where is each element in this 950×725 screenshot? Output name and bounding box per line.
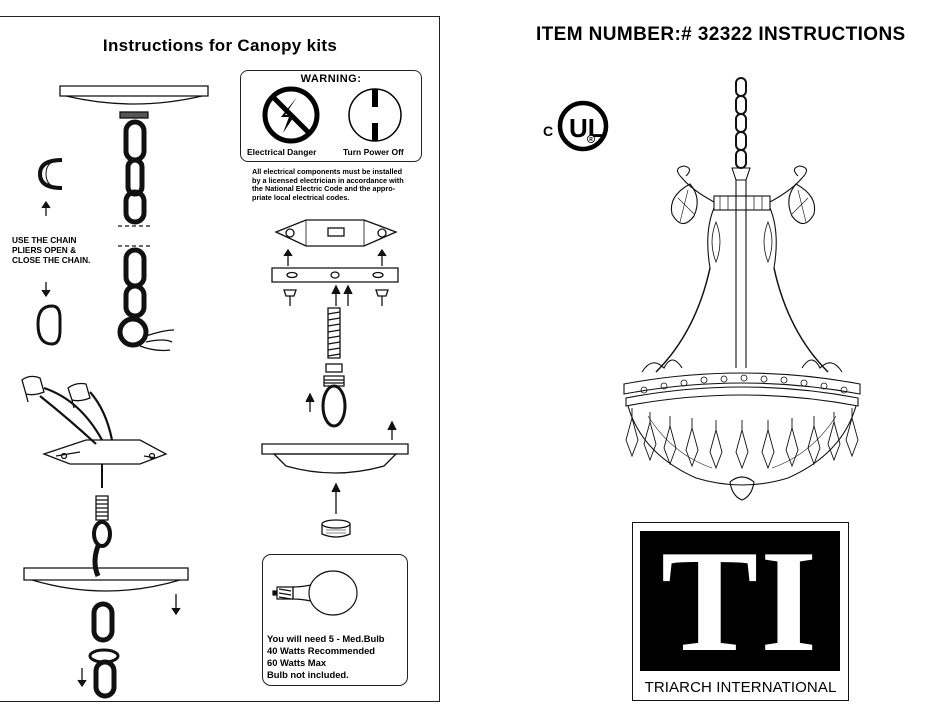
bulb-max-text: 60 Watts Max — [267, 657, 327, 668]
electrical-code-note: All electrical components must be instal… — [252, 167, 432, 202]
instr-line: USE THE CHAIN — [12, 235, 77, 245]
canopy-chain-diagram — [21, 85, 209, 699]
item-number-header: ITEM NUMBER:# 32322 INSTRUCTIONS — [536, 24, 906, 45]
company-name: TRIARCH INTERNATIONAL — [644, 679, 837, 696]
triarch-logo: TI TRIARCH INTERNATIONAL — [632, 522, 849, 701]
ul-listed-icon: C UL R — [543, 100, 609, 152]
electrical-danger-label: Electrical Danger — [247, 147, 317, 157]
logo-letters: TI — [660, 520, 820, 682]
bulb-info-box: You will need 5 - Med.Bulb 40 Watts Reco… — [262, 554, 408, 686]
electrical-danger-icon — [262, 86, 320, 144]
note-line: priate local electrical codes. — [252, 192, 350, 202]
turn-power-off-icon — [348, 88, 402, 142]
mounting-bracket-diagram — [261, 219, 409, 538]
chandelier-illustration — [623, 77, 861, 501]
bulb-not-included-text: Bulb not included. — [267, 669, 349, 680]
ul-r-letter: R — [589, 137, 593, 143]
instr-line: PLIERS OPEN & — [12, 245, 77, 255]
note-line: by a licensed electrician in accordance … — [252, 175, 404, 185]
logo-black-block — [640, 531, 840, 671]
note-line: All electrical components must be instal… — [252, 167, 403, 176]
ul-c-letter: C — [543, 123, 553, 139]
note-line: the National Electric Code and the appro… — [252, 184, 396, 194]
light-bulb-icon — [272, 570, 358, 616]
instr-line: CLOSE THE CHAIN. — [12, 255, 91, 265]
ul-letters: UL — [569, 113, 604, 143]
warning-title: WARNING: — [300, 73, 362, 85]
canopy-instructions-panel — [0, 16, 440, 702]
canopy-title: Instructions for Canopy kits — [102, 36, 338, 55]
bulb-count-text: You will need 5 - Med.Bulb — [267, 633, 385, 644]
chain-instructions: USE THE CHAIN PLIERS OPEN & CLOSE THE CH… — [12, 235, 90, 265]
turn-power-off-label: Turn Power Off — [343, 147, 404, 157]
warning-box: WARNING: Electrical Danger Turn Power Of… — [240, 70, 422, 162]
bulb-recommended-text: 40 Watts Recommended — [267, 645, 376, 656]
